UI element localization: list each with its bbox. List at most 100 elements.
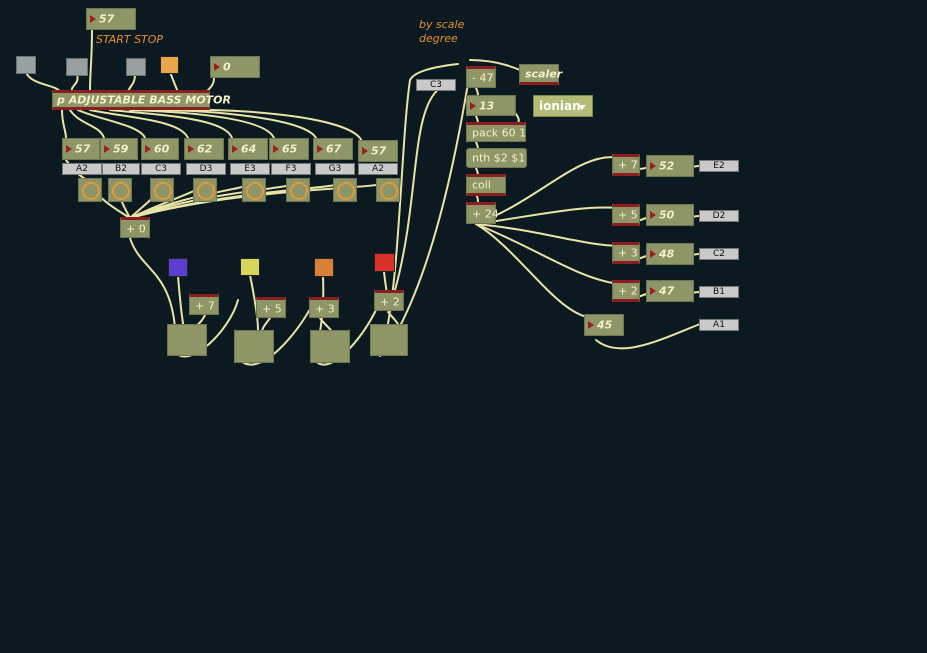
chord-number-4[interactable]: 47 [646, 280, 694, 302]
toggle-3[interactable] [126, 58, 146, 76]
plus-three-object[interactable]: + 3 [309, 297, 339, 318]
step-note-2: B2 [102, 163, 140, 175]
plus-seven-label: + 7 [195, 299, 215, 312]
scaler-label: scaler [525, 67, 563, 80]
plus-three-chord-object[interactable]: + 3 [612, 242, 640, 264]
step-button-4[interactable] [193, 178, 217, 202]
step-note-3: C3 [141, 163, 181, 175]
step-number-4[interactable]: 62 [184, 138, 224, 160]
yellow-swatch[interactable] [240, 258, 260, 276]
coll-label: coll [472, 178, 491, 192]
coll-object[interactable]: coll [466, 174, 506, 196]
step-number-value: 65 [282, 142, 298, 156]
minus-47-label: - 47 [472, 71, 494, 85]
plus-seven-chord-object[interactable]: + 7 [612, 154, 640, 176]
start-stop-comment: START STOP [96, 33, 164, 46]
plus-five-chord-object[interactable]: + 5 [612, 204, 640, 226]
gate-object-2[interactable] [234, 330, 274, 363]
plus-five-label: + 5 [262, 302, 282, 315]
step-note-4: D3 [186, 163, 226, 175]
plus-two-chord-object[interactable]: + 2 [612, 280, 640, 302]
thirteen-number-box[interactable]: 13 [466, 95, 516, 116]
chord-note-c2: C2 [699, 248, 739, 260]
plus-zero-label: + 0 [126, 222, 146, 235]
chord-note-e2: E2 [699, 160, 739, 172]
minus-47-object[interactable]: - 47 [466, 66, 496, 88]
step-button-1[interactable] [78, 178, 102, 202]
step-button-5[interactable] [242, 178, 266, 202]
nth-label: nth $2 $1 [472, 151, 526, 165]
scaler-object[interactable]: scaler [519, 64, 563, 85]
by-scale-line: by scale [419, 18, 465, 31]
scale-mode-dropdown[interactable]: ionian [533, 95, 593, 117]
nth-message-box[interactable]: nth $2 $1 [466, 148, 527, 168]
step-number-value: 60 [154, 142, 170, 156]
step-number-value: 67 [326, 142, 342, 156]
step-number-7[interactable]: 67 [313, 138, 353, 160]
step-number-8[interactable]: 57 [358, 140, 398, 162]
orange-swatch-2[interactable] [314, 258, 334, 277]
plus-seven-chord-label: + 7 [618, 158, 638, 172]
zero-number-box[interactable]: 0 [210, 56, 260, 78]
step-note-8: A2 [358, 163, 398, 175]
plus-three-label: + 3 [315, 302, 335, 315]
plus-five-object[interactable]: + 5 [256, 297, 286, 318]
step-number-2[interactable]: 59 [100, 138, 138, 160]
tempo-number-box[interactable]: 57 [86, 8, 136, 30]
adjustable-bass-motor-object[interactable]: p ADJUSTABLE BASS MOTOR [52, 90, 231, 110]
chord-note-b1: B1 [699, 286, 739, 298]
step-note-6: F3 [271, 163, 311, 175]
step-button-3[interactable] [150, 178, 174, 202]
step-button-7[interactable] [333, 178, 357, 202]
motor-label: p ADJUSTABLE BASS MOTOR [57, 93, 231, 107]
plus-zero-object[interactable]: + 0 [120, 217, 150, 238]
gate-object-4[interactable] [370, 324, 408, 356]
step-button-8[interactable] [376, 178, 400, 202]
step-note-7: G3 [315, 163, 355, 175]
plus-24-object[interactable]: + 24 [466, 202, 499, 224]
plus-seven-object[interactable]: + 7 [189, 294, 219, 315]
chord-note-a1: A1 [699, 319, 739, 331]
pack-label: pack 60 1 [472, 126, 527, 140]
plus-five-chord-label: + 5 [618, 208, 638, 222]
plus-two-object[interactable]: + 2 [374, 290, 404, 311]
by-scale-degree-comment: by scale degree [419, 18, 464, 46]
plus-24-label: + 24 [472, 207, 499, 221]
chord-number-3[interactable]: 48 [646, 243, 694, 265]
chord-note-d2: D2 [699, 210, 739, 222]
tempo-number-value: 57 [99, 12, 115, 26]
scale-mode-value: ionian [539, 99, 581, 113]
step-number-value: 59 [113, 142, 129, 156]
step-button-2[interactable] [108, 178, 132, 202]
root-number-box[interactable]: 45 [584, 314, 624, 336]
degree-line: degree [419, 32, 458, 45]
step-note-5: E3 [230, 163, 270, 175]
pack-object[interactable]: pack 60 1 [466, 122, 526, 142]
purple-swatch[interactable] [168, 258, 188, 277]
root-number-value: 45 [597, 318, 613, 332]
step-number-value: 62 [197, 142, 213, 156]
step-number-value: 57 [371, 144, 387, 158]
chord-number-2[interactable]: 50 [646, 204, 694, 226]
zero-number-value: 0 [223, 60, 231, 74]
step-number-5[interactable]: 64 [228, 138, 268, 160]
step-number-value: 64 [241, 142, 257, 156]
gate-object-1[interactable] [167, 324, 207, 356]
step-number-3[interactable]: 60 [141, 138, 179, 160]
plus-two-chord-label: + 2 [618, 284, 638, 298]
c3-note-label: C3 [416, 79, 456, 91]
orange-swatch[interactable] [160, 56, 179, 74]
step-button-6[interactable] [286, 178, 310, 202]
step-note-1: A2 [62, 163, 102, 175]
step-number-6[interactable]: 65 [269, 138, 309, 160]
chevron-down-icon [578, 105, 586, 110]
step-number-value: 57 [75, 142, 91, 156]
step-number-1[interactable]: 57 [62, 138, 100, 160]
toggle-1[interactable] [16, 56, 36, 74]
chord-number-value: 52 [659, 159, 675, 173]
red-swatch[interactable] [374, 253, 395, 272]
plus-three-chord-label: + 3 [618, 246, 638, 260]
gate-object-3[interactable] [310, 330, 350, 363]
chord-number-1[interactable]: 52 [646, 155, 694, 177]
toggle-2[interactable] [66, 58, 88, 76]
